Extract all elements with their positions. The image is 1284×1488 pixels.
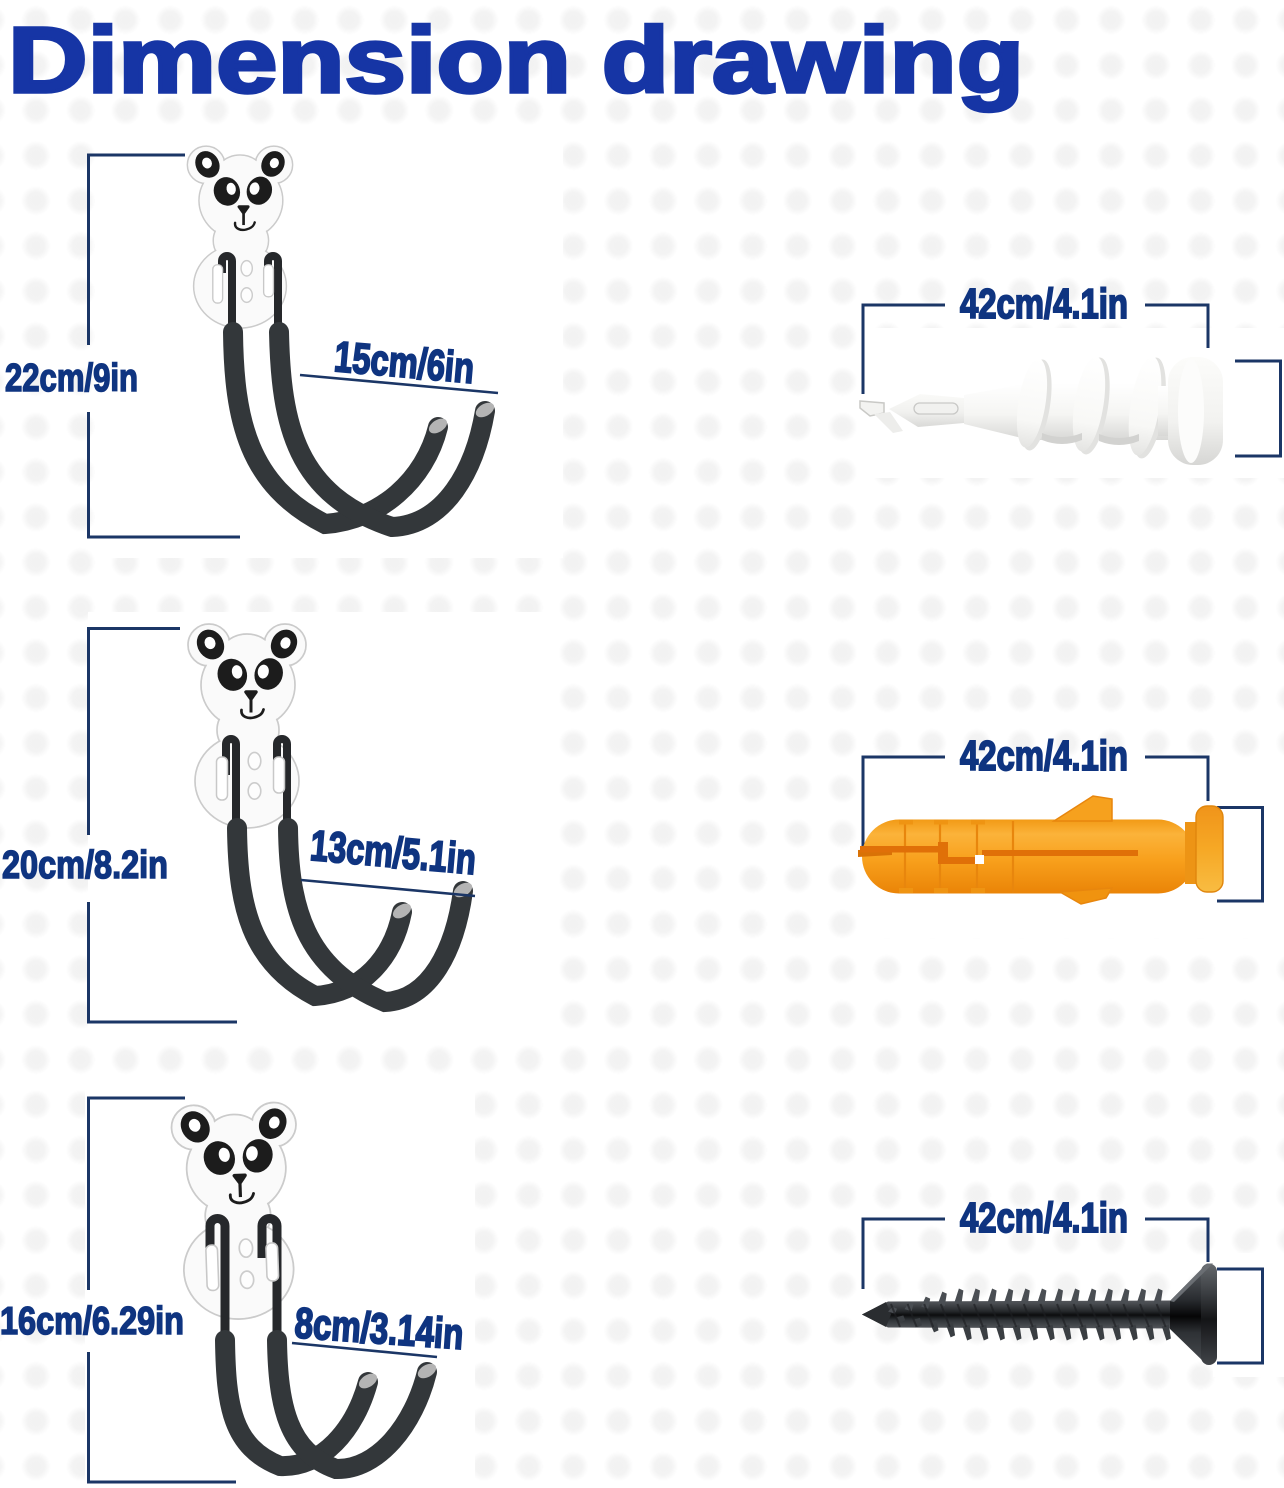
svg-text:16cm/6.29in: 16cm/6.29in	[0, 1300, 184, 1343]
svg-text:Dimension drawing: Dimension drawing	[8, 8, 1024, 112]
svg-text:42cm/4.1in: 42cm/4.1in	[960, 732, 1128, 779]
svg-text:42cm/4.1in: 42cm/4.1in	[960, 1194, 1128, 1241]
svg-text:20cm/8.2in: 20cm/8.2in	[2, 844, 168, 887]
svg-text:15cm/6in: 15cm/6in	[332, 333, 476, 393]
svg-text:42cm/4.1in: 42cm/4.1in	[960, 280, 1128, 327]
svg-text:22cm/9in: 22cm/9in	[5, 357, 138, 400]
